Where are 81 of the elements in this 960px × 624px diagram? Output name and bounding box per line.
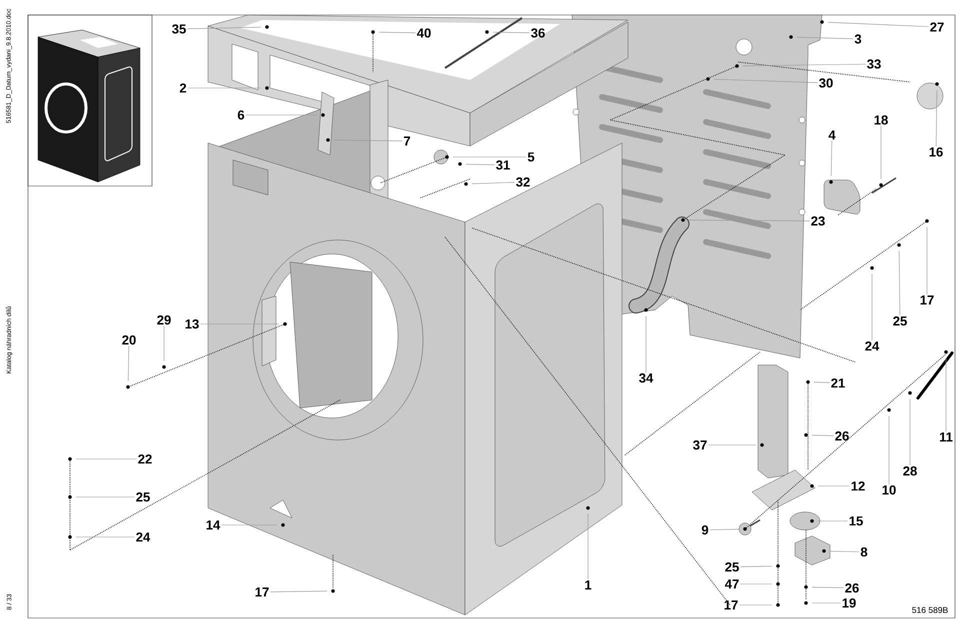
leader-line [76, 536, 135, 538]
callout-number: 35 [172, 24, 186, 34]
leader-line [708, 444, 756, 446]
leader-line [830, 140, 832, 176]
callout-number: 16 [930, 147, 943, 157]
callout-number: 26 [845, 583, 859, 593]
leader-line [334, 140, 402, 142]
callout-number: 47 [724, 580, 739, 588]
leader-line [452, 156, 526, 158]
leader-line [378, 32, 416, 34]
callout-number: 24 [136, 532, 150, 542]
callout-number: 19 [842, 598, 856, 608]
callout-number: 12 [852, 481, 865, 491]
callout-number: 31 [496, 160, 510, 170]
leader-line [818, 520, 848, 522]
callout-number: 25 [725, 562, 739, 572]
leader-line [187, 26, 262, 30]
callout-number: 29 [157, 315, 171, 325]
callout-number: 4 [828, 130, 836, 140]
leader-line [128, 346, 130, 382]
leader-line [472, 182, 515, 184]
leader-line [714, 78, 818, 84]
callout-number: 33 [867, 59, 881, 69]
callout-number: 11 [940, 432, 953, 442]
callout-number: 26 [835, 431, 849, 441]
leader-line [742, 64, 866, 66]
leader-line [76, 458, 137, 460]
callout-number: 22 [138, 454, 152, 464]
callout-number: 9 [702, 525, 708, 535]
callout-number: 3 [854, 34, 862, 44]
leader-line [888, 416, 890, 484]
callout-number: 18 [874, 115, 888, 125]
leader-line [221, 524, 278, 526]
leader-line [270, 590, 328, 592]
callout-number: 17 [920, 296, 934, 304]
callout-number: 15 [850, 516, 863, 526]
callout-number: 7 [404, 136, 410, 146]
leader-line [830, 550, 860, 552]
leader-line [814, 382, 830, 384]
callout-number: 6 [238, 110, 244, 120]
callout-number: 10 [882, 485, 896, 495]
leader-line [880, 126, 882, 180]
leader-line [926, 226, 928, 295]
leader-line [246, 114, 318, 116]
callout-number: 40 [416, 28, 431, 38]
callout-number: 27 [930, 22, 944, 32]
leader-line [898, 250, 900, 316]
leader-line [710, 528, 740, 530]
note-text: 516 589B [912, 607, 948, 613]
callout-number: 24 [865, 341, 880, 351]
callout-number: 8 [860, 547, 868, 557]
callout-number: 23 [811, 216, 825, 226]
leader-line [492, 32, 530, 34]
leader-line [76, 496, 135, 498]
callout-number: 28 [903, 466, 917, 476]
leader-line [936, 90, 938, 146]
leader-line [812, 434, 834, 436]
leader-line [740, 566, 772, 568]
callout-number: 2 [180, 83, 186, 93]
callout-number: 1 [585, 580, 592, 590]
callout-number: 13 [186, 319, 199, 329]
callout-number: 34 [639, 373, 654, 383]
leader-line [812, 602, 841, 604]
callout-number: 17 [256, 588, 269, 596]
callout-number: 25 [136, 492, 150, 502]
callout-number: 5 [528, 152, 534, 162]
callout-number: 20 [122, 335, 136, 345]
leader-line [739, 604, 772, 606]
leader-line [796, 36, 854, 40]
leader-line [466, 164, 495, 166]
callout-number: 14 [206, 520, 220, 530]
leader-line [812, 586, 844, 588]
callout-number: 32 [516, 177, 530, 187]
callout-number: 25 [893, 316, 907, 326]
leader-line [688, 220, 810, 222]
callout-number: 17 [724, 600, 738, 610]
callout-number: 36 [531, 28, 545, 38]
leader-line [828, 22, 929, 27]
callout-number: 21 [831, 378, 845, 388]
callout-number: 30 [819, 78, 833, 88]
callout-number: 37 [693, 440, 707, 450]
